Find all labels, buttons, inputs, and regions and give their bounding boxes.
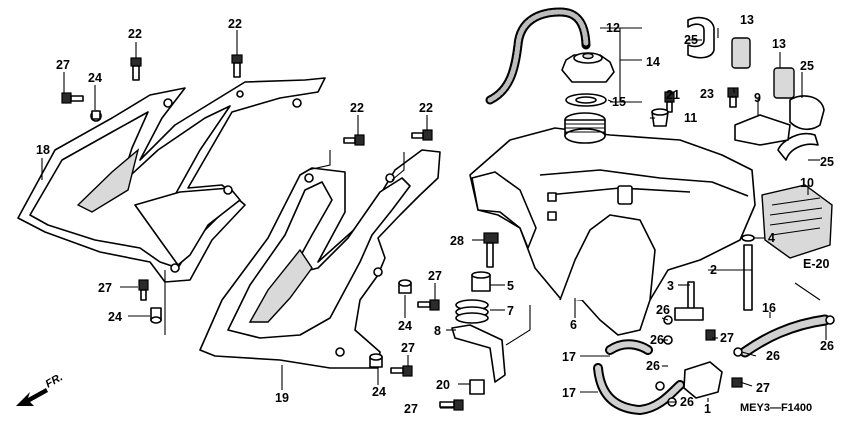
rubber-7: [455, 299, 489, 324]
clamp-upper: [687, 16, 751, 69]
breather-hose: [485, 7, 591, 105]
left-shroud: [17, 77, 326, 283]
callout-24-b: 24: [108, 310, 122, 324]
clamp-lower: [773, 67, 825, 161]
callout-16: 16: [762, 301, 776, 315]
callout-26-c: 26: [646, 359, 660, 373]
callout-28: 28: [450, 234, 464, 248]
callout-5: 5: [507, 279, 514, 293]
bolt-22-a: [231, 54, 243, 78]
bolt-22-b: [130, 57, 142, 81]
callout-18: 18: [36, 143, 50, 157]
screen-2: [743, 244, 753, 311]
callout-6: 6: [570, 318, 577, 332]
callout-12: 12: [606, 21, 620, 35]
callout-17-a: 17: [562, 350, 576, 364]
callout-1: 1: [704, 402, 711, 416]
callout-26-a: 26: [656, 303, 670, 317]
callout-24-d: 24: [372, 385, 386, 399]
bolt-27-d: [390, 365, 413, 377]
collar-24-c: [398, 279, 412, 294]
callout-8: 8: [434, 324, 441, 338]
grommet-11: [651, 108, 669, 127]
callout-labels: 12 14 15 13 13 25 25 25 9 10 22 22 22 22…: [36, 13, 834, 416]
callout-20: 20: [436, 378, 450, 392]
right-shroud: [199, 149, 441, 369]
callout-7: 7: [507, 304, 514, 318]
fuel-valve-3: [674, 281, 704, 321]
fuel-line-16: [739, 314, 831, 358]
bolt-21: [664, 91, 675, 113]
callout-2: 2: [710, 263, 717, 277]
bracket-8: [451, 324, 506, 383]
bolt-27-a: [61, 92, 84, 104]
callout-3: 3: [667, 279, 674, 293]
bolt-22-c: [343, 134, 365, 146]
bolts: [61, 54, 755, 411]
fuel-tank: [469, 112, 756, 336]
callout-26-d: 26: [680, 395, 694, 409]
callout-27-e: 27: [404, 402, 418, 416]
section-label: E-20: [803, 257, 829, 271]
front-indicator: FR.: [44, 371, 65, 390]
callout-27-b: 27: [98, 281, 112, 295]
callout-26-b: 26: [650, 333, 664, 347]
callout-27-a: 27: [56, 58, 70, 72]
diagram-code: MEY3—F1400: [740, 402, 812, 414]
callout-25-upper: 25: [684, 33, 698, 47]
bracket-9: [734, 114, 791, 146]
fuel-line-17: [593, 339, 685, 416]
callout-26-mid: 26: [766, 349, 780, 363]
callout-4: 4: [768, 231, 775, 245]
callout-9: 9: [754, 91, 761, 105]
callout-25-lower: 25: [820, 155, 834, 169]
collar-5: [471, 271, 491, 292]
pad-10: [761, 184, 833, 259]
callout-10: 10: [800, 176, 814, 190]
bolt-27-b: [138, 279, 149, 301]
callout-11: 11: [684, 111, 697, 125]
bolt-27-e: [439, 399, 464, 411]
callout-22-b: 22: [128, 27, 142, 41]
collar-24-d: [369, 353, 383, 368]
callout-21: 21: [666, 88, 680, 102]
fuel-cock-1: [655, 315, 835, 407]
bolt-27-c: [417, 299, 440, 311]
callout-13-lower: 13: [772, 37, 786, 51]
callout-25-right: 25: [800, 59, 814, 73]
callout-13-upper: 13: [740, 13, 754, 27]
callout-17-b: 17: [562, 386, 576, 400]
fuel-cap: [561, 52, 615, 83]
callout-24-a: 24: [88, 71, 102, 85]
bolt-28: [483, 232, 499, 268]
bolt-23: [727, 87, 739, 108]
callout-22-c: 22: [350, 101, 364, 115]
callout-27-g: 27: [756, 381, 770, 395]
collar-24-a: [90, 110, 102, 122]
callout-23: 23: [700, 87, 714, 101]
leader-lines: [41, 27, 827, 409]
callout-14: 14: [646, 55, 660, 69]
callout-19: 19: [275, 391, 289, 405]
front-arrow-icon: [16, 388, 48, 406]
callout-27-c: 27: [428, 269, 442, 283]
washer-4: [741, 234, 755, 242]
cap-gasket: [565, 93, 607, 107]
callout-26-right: 26: [820, 339, 834, 353]
callout-24-c: 24: [398, 319, 412, 333]
collar-20: [469, 379, 485, 395]
callout-27-f: 27: [720, 331, 734, 345]
bolt-22-d: [411, 129, 433, 141]
callout-27-d: 27: [401, 341, 415, 355]
callout-22-d: 22: [419, 101, 433, 115]
callout-22-a: 22: [228, 17, 242, 31]
callout-15: 15: [612, 95, 626, 109]
collar-24-b: [150, 307, 162, 324]
